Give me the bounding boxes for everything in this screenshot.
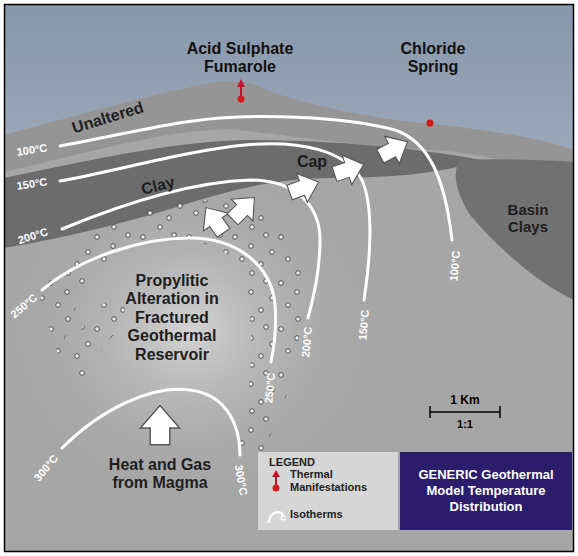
manifestation-label: Chloride Spring [388,40,478,77]
source-label: Heat and Gas from Magma [98,456,223,493]
layer-label: Basin Clays [493,201,563,236]
manifestation-label: Acid Sulphate Fumarole [175,40,305,77]
box-text: GENERIC Geothermal Model Temperature Dis… [400,467,572,516]
title-box: GENERIC Geothermal Model Temperature Dis… [400,452,572,530]
scale-label: 1 Km [450,394,479,408]
isotherm-lines [42,117,452,456]
legend-text: Isotherms [290,508,390,521]
legend-entry: Isotherms [266,503,390,527]
scale-bar [430,406,500,418]
basin-clays [456,159,574,300]
legend-text: Thermal Manifestations [290,468,390,494]
fracture-dots [40,200,302,452]
legend-heading: LEGEND [269,456,315,469]
legend-entry: Thermal Manifestations [266,468,390,494]
isotherm-label: 200°C [299,326,314,358]
isotherm-label: 250°C [262,372,277,404]
scale-label: 1:1 [457,418,473,431]
outer-frame [5,5,574,552]
isotherm-label: 100°C [447,250,462,282]
fracture-dots [70,290,130,390]
manifestation-symbol [266,469,286,493]
layer-label: Cap [297,153,327,171]
reservoir-label: Propylitic Alteration in Fractured Geoth… [107,272,237,364]
title-panel [400,452,572,530]
fumarole-marker [237,79,245,103]
spring-marker [427,120,434,127]
isotherm-label: 150°C [356,309,371,341]
legend-panel [258,452,398,530]
isotherm-symbol [266,503,286,527]
